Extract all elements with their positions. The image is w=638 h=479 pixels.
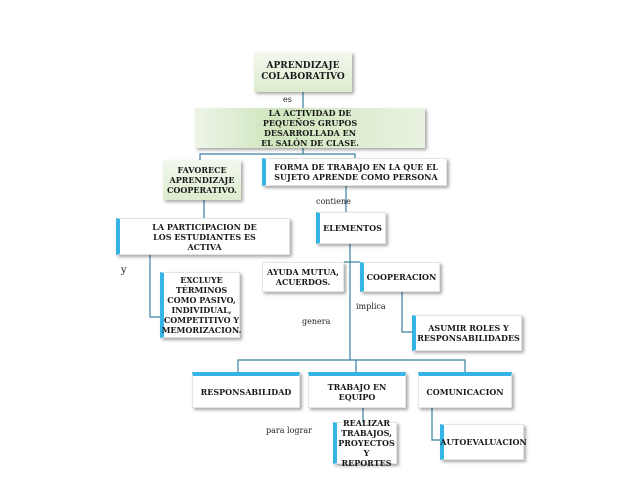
label-y: y [121, 265, 127, 276]
node-cooperacion: COOPERACION [360, 262, 440, 292]
line-comunicacion-autoevaluacion [431, 408, 440, 441]
node-comunicacion: COMUNICACION [418, 372, 512, 408]
label-es: es [283, 95, 292, 104]
line-actividad-favorece [199, 148, 304, 160]
node-trabajo: TRABAJO EN EQUIPO [308, 372, 406, 408]
node-excluye: EXCLUYE TÉRMINOS COMO PASIVO, INDIVIDUAL… [160, 272, 241, 338]
label-implica: implica [356, 302, 386, 311]
line-cooperacion-asumir [401, 292, 412, 333]
label-genera: genera [302, 317, 331, 326]
node-ayuda: AYUDA MUTUA, ACUERDOS. [262, 262, 344, 292]
node-actividad: LA ACTIVIDAD DE PEQUEÑOS GRUPOS DESARROL… [195, 108, 425, 148]
node-favorece: FAVORECE APRENDIZAJE COOPERATIVO. [163, 160, 241, 200]
node-root: APRENDIZAJE COLABORATIVO [254, 52, 352, 92]
line-bottom-bus [237, 359, 466, 372]
label-contiene: contiene [316, 197, 351, 206]
line-participacion-excluye [149, 255, 160, 318]
node-responsabilidad: RESPONSABILIDAD [192, 372, 300, 408]
label-para-lograr: para lograr [266, 426, 312, 435]
node-elementos: ELEMENTOS [316, 212, 386, 244]
node-realizar: REALIZAR TRABAJOS, PROYECTOS Y REPORTES [333, 418, 397, 468]
node-autoevaluacion: AUTOEVALUACION [440, 424, 527, 460]
node-asumir: ASUMIR ROLES Y RESPONSABILIDADES [412, 315, 522, 351]
node-participacion: LA PARTICIPACION DE LOS ESTUDIANTES ES A… [116, 218, 290, 255]
line-actividad-forma [303, 153, 356, 158]
node-forma: FORMA DE TRABAJO EN LA QUE EL SUJETO APR… [262, 158, 447, 186]
